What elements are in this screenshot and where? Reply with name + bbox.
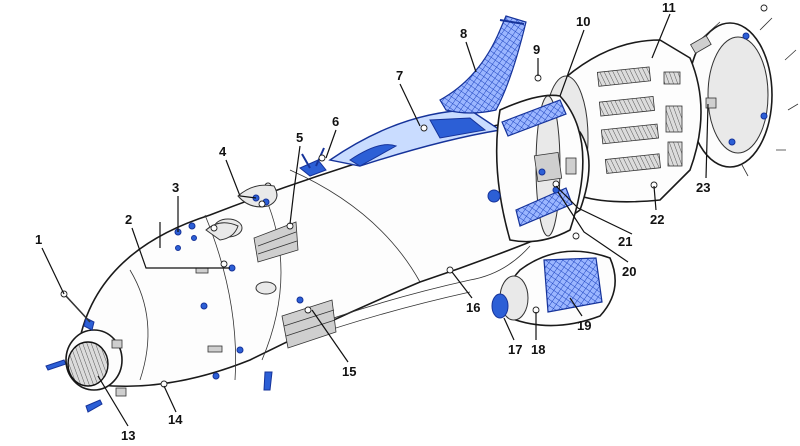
callout-1: 1	[35, 232, 42, 247]
callout-15: 15	[342, 364, 356, 379]
cylinder-vents	[596, 66, 683, 174]
callout-10: 10	[576, 14, 590, 29]
hull-panel-upper	[253, 221, 299, 263]
callout-19: 19	[577, 318, 591, 333]
callout-17: 17	[508, 342, 522, 357]
callout-22: 22	[650, 212, 664, 227]
hull-panel-lower	[281, 299, 337, 349]
callout-20: 20	[622, 264, 636, 279]
callout-18: 18	[531, 342, 545, 357]
dorsal-fin	[439, 15, 527, 114]
callout-6: 6	[332, 114, 339, 129]
nose-cone	[60, 290, 127, 397]
callout-9: 9	[533, 42, 540, 57]
callout-labels: 1 2 3 4 5 6 7 8 9 10 11 13 14 15 16 17 1…	[35, 0, 710, 443]
sensor-mast	[299, 147, 327, 177]
upper-deck-fittings	[174, 184, 278, 268]
callout-11: 11	[662, 0, 676, 15]
callout-16: 16	[466, 300, 480, 315]
callout-23: 23	[696, 180, 710, 195]
callout-2: 2	[125, 212, 132, 227]
callout-4: 4	[219, 144, 227, 159]
callout-3: 3	[172, 180, 179, 195]
mid-section	[487, 74, 584, 243]
side-pod	[491, 250, 616, 327]
callout-5: 5	[296, 130, 303, 145]
callout-13: 13	[121, 428, 135, 443]
callout-21: 21	[618, 234, 632, 249]
callout-14: 14	[168, 412, 183, 427]
callout-8: 8	[460, 26, 467, 41]
rear-engine-drum	[687, 4, 799, 177]
leader-lines	[41, 13, 709, 427]
callout-7: 7	[396, 68, 403, 83]
